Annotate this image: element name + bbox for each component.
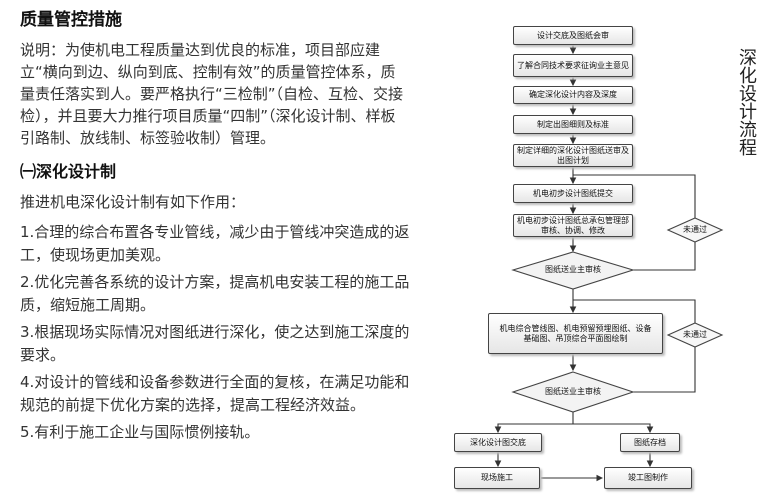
- design-flowchart: 设计交底及图纸会审 了解合同技术要求征询业主意见 确定深化设计内容及深度 制定出…: [440, 0, 730, 503]
- flow-step-box: 深化设计图交底: [454, 433, 542, 452]
- flow-step-box: 机电综合管线图、机电预留预埋图纸、设备基础图、吊顶综合平面图绘制: [488, 313, 663, 354]
- flow-step-box: 竣工图制作: [604, 467, 692, 489]
- intro-text: 推进机电深化设计制有如下作用：: [20, 193, 246, 211]
- flow-step-box: 制定详细的深化设计图纸送审及出图计划: [513, 144, 633, 167]
- list-item: 5.有利于施工企业与国际惯例接轨。: [20, 423, 260, 441]
- flowchart-vertical-title: 深化设计流程: [736, 48, 757, 156]
- page-title: 质量管控措施: [20, 10, 122, 30]
- flow-decision-label: 图纸送业主审核: [545, 387, 601, 396]
- flow-step-box: 确定深化设计内容及深度: [513, 86, 633, 104]
- list-item: 4.对设计的管线和设备参数进行全面的复核，在满足功能和规范的前提下优化方案的选择…: [20, 373, 410, 414]
- flow-step-box: 机电初步设计图纸总承包管理部审核、协调、修改: [513, 214, 633, 237]
- list-item: 2.优化完善各系统的设计方案，提高机电安装工程的施工品质，缩短施工周期。: [20, 273, 410, 314]
- flow-step-box: 了解合同技术要求征询业主意见: [513, 54, 633, 77]
- flow-step-box: 现场施工: [454, 467, 540, 489]
- list-item: 3.根据现场实际情况对图纸进行深化，使之达到施工深度的要求。: [20, 323, 410, 364]
- flow-step-box: 设计交底及图纸会审: [513, 26, 633, 45]
- document-body: 质量管控措施 说明：为使机电工程质量达到优良的标准，项目部应建立“横向到边、纵向…: [20, 8, 410, 448]
- list-item: 1.合理的综合布置各专业管线，减少由于管线冲突造成的返工，使现场更加美观。: [20, 223, 410, 264]
- fail-label: 未通过: [683, 225, 707, 234]
- flow-step-box: 机电初步设计图纸提交: [513, 184, 633, 203]
- fail-label: 未通过: [683, 330, 707, 339]
- section-title: ㈠深化设计制: [20, 162, 117, 181]
- flow-step-box: 图纸存档: [620, 433, 680, 452]
- flowchart-connectors: [494, 45, 724, 482]
- flow-decision-label: 图纸送业主审核: [545, 265, 601, 274]
- flow-step-box: 制定出图细则及标准: [513, 115, 633, 134]
- description-paragraph: 说明：为使机电工程质量达到优良的标准，项目部应建立“横向到边、纵向到底、控制有效…: [20, 41, 404, 147]
